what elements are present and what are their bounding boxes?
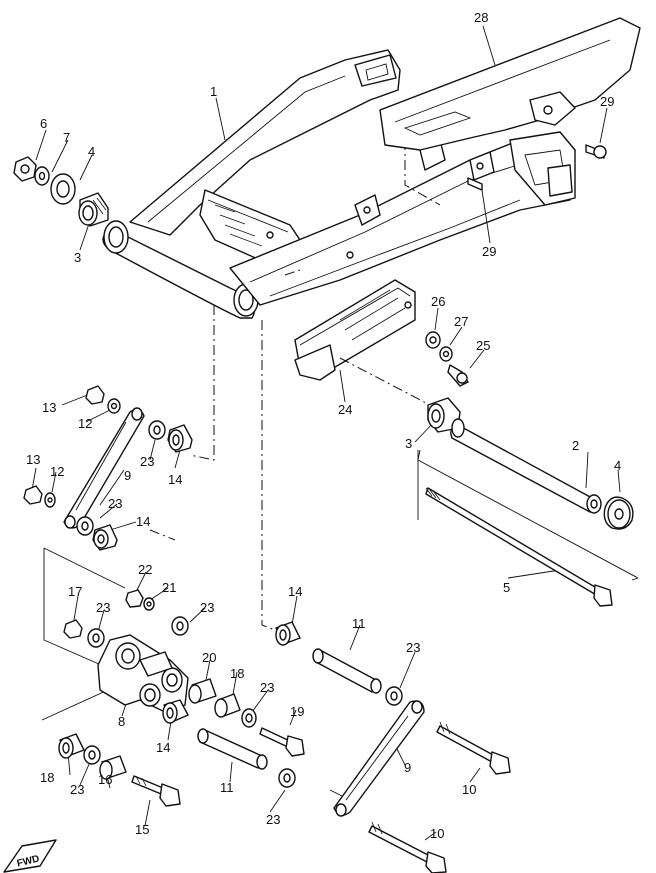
callout-23-b: 23 (108, 496, 122, 511)
relay-arm-upper (23, 385, 193, 551)
leader-lines (31, 25, 639, 841)
callout-3-upper: 3 (74, 250, 81, 265)
swingarm (102, 49, 576, 319)
collar-11-lower (197, 728, 296, 788)
callout-29-upper: 29 (600, 94, 614, 109)
callout-23-g: 23 (70, 782, 84, 797)
assembly-lines (149, 305, 431, 633)
relay-arm-8 (63, 589, 305, 757)
callout-6: 6 (40, 116, 47, 131)
callout-23-a: 23 (140, 454, 154, 469)
callout-labels: 1 2 3 3 4 4 5 6 7 8 9 9 10 10 11 11 12 1… (26, 10, 621, 841)
callout-17: 17 (68, 584, 82, 599)
callout-14-d: 14 (156, 740, 170, 755)
callout-25: 25 (476, 338, 490, 353)
callout-13-lower: 13 (26, 452, 40, 467)
callout-5: 5 (503, 580, 510, 595)
callout-8: 8 (118, 714, 125, 729)
fwd-badge: FWD (3, 839, 57, 873)
callout-16: 16 (98, 772, 112, 787)
pivot-parts-right (417, 397, 639, 607)
callout-1: 1 (210, 84, 217, 99)
chain-guard (379, 17, 641, 151)
callout-10-upper: 10 (462, 782, 476, 797)
callout-10-lower: 10 (430, 826, 444, 841)
callout-3-lower: 3 (405, 436, 412, 451)
callout-18-upper: 18 (230, 666, 244, 681)
callout-23-e: 23 (260, 680, 274, 695)
callout-9-upper: 9 (124, 468, 131, 483)
callout-11-upper: 11 (352, 616, 366, 631)
pivot-parts-left (13, 156, 109, 227)
fwd-label: FWD (16, 853, 41, 869)
callout-19: 19 (290, 704, 304, 719)
callout-4-upper: 4 (88, 144, 95, 159)
callout-14-a: 14 (168, 472, 182, 487)
callout-22: 22 (138, 562, 152, 577)
callout-18-lower: 18 (40, 770, 54, 785)
callout-2: 2 (572, 438, 579, 453)
bottom-left-parts (58, 733, 181, 807)
callout-26: 26 (431, 294, 445, 309)
callout-27: 27 (454, 314, 468, 329)
callout-24: 24 (338, 402, 352, 417)
callout-21: 21 (162, 580, 176, 595)
callout-4-lower: 4 (614, 458, 621, 473)
callout-20: 20 (202, 650, 216, 665)
right-lower-parts (275, 621, 511, 873)
callout-23-h: 23 (266, 812, 280, 827)
callout-14-b: 14 (136, 514, 150, 529)
callout-9-lower: 9 (404, 760, 411, 775)
callout-28: 28 (474, 10, 488, 25)
callout-15: 15 (135, 822, 149, 837)
callout-23-f: 23 (406, 640, 420, 655)
callout-11-lower: 11 (220, 780, 234, 795)
slider-fasteners (425, 144, 607, 387)
callout-7: 7 (63, 130, 70, 145)
chain-slider (294, 279, 416, 381)
callout-23-c: 23 (96, 600, 110, 615)
callout-13-upper: 13 (42, 400, 56, 415)
callout-12-lower: 12 (50, 464, 64, 479)
callout-12-upper: 12 (78, 416, 92, 431)
callout-14-c: 14 (288, 584, 302, 599)
callout-29-lower: 29 (482, 244, 496, 259)
callout-23-d: 23 (200, 600, 214, 615)
